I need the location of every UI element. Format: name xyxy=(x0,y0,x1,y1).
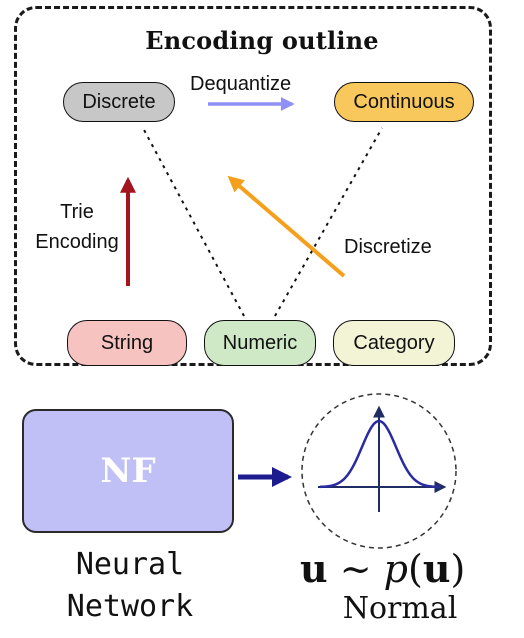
formula-close-paren: ) xyxy=(450,547,466,591)
formula-u-arg: u xyxy=(422,546,451,591)
trie-encoding-label: Trie Encoding xyxy=(20,197,134,257)
numeric-to-discrete-connector xyxy=(142,127,245,317)
neural-network-caption-line2: Network xyxy=(66,589,194,624)
string-node: String xyxy=(67,320,187,366)
formula-sim: ∼ xyxy=(339,547,372,591)
nf-model-box: NF xyxy=(22,409,234,533)
formula-open-paren: ( xyxy=(408,547,423,591)
numeric-node: Numeric xyxy=(204,320,316,366)
distribution-formula: u ∼ p(u) xyxy=(300,546,465,591)
trie-encoding-label-line1: Trie xyxy=(60,201,94,223)
neural-network-caption: Neural Network xyxy=(14,544,246,628)
numeric-to-continuous-connector xyxy=(274,127,383,317)
dequantize-label: Dequantize xyxy=(190,73,292,95)
formula-u: u xyxy=(300,546,328,591)
normal-density-curve xyxy=(319,419,441,489)
discretize-arrow xyxy=(227,175,346,278)
neural-network-caption-line1: Neural xyxy=(75,547,185,582)
continuous-node: Continuous xyxy=(334,82,474,122)
formula-p: p xyxy=(383,547,408,591)
discrete-node: Discrete xyxy=(63,82,175,122)
normal-distribution-label: Normal xyxy=(342,591,458,626)
encoding-outline-title: Encoding outline xyxy=(145,26,379,55)
nf-label: NF xyxy=(100,451,156,491)
trie-encoding-label-line2: Encoding xyxy=(35,231,119,253)
distribution-circle xyxy=(301,393,457,549)
discretize-label: Discretize xyxy=(344,236,432,258)
category-node: Category xyxy=(333,320,455,366)
